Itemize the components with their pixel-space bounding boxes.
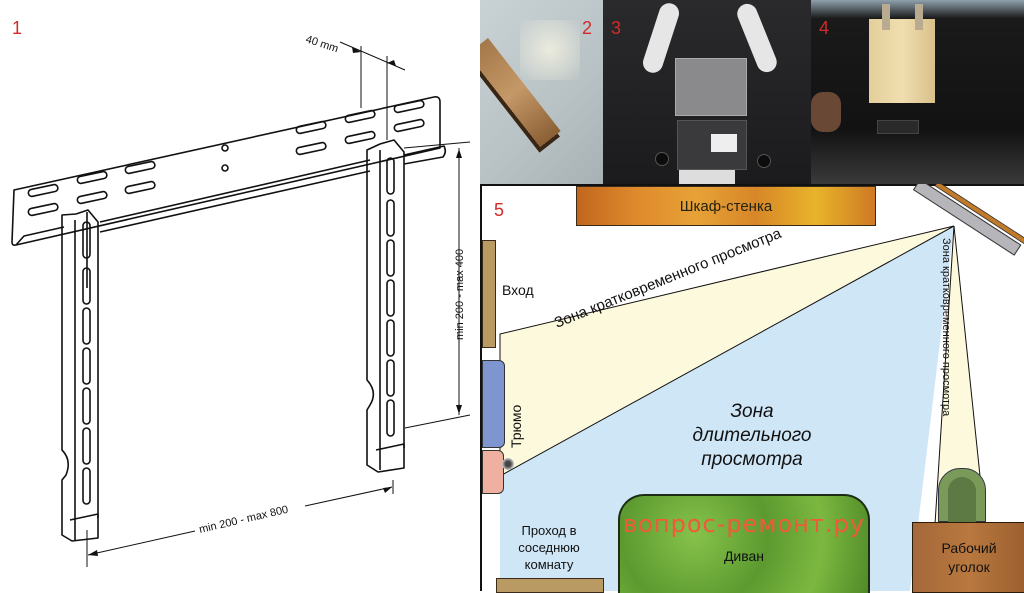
- tv-foot-left: [655, 152, 669, 166]
- panel-4-wooden-board-photo: 4: [811, 0, 1024, 184]
- entrance-label: Вход: [502, 282, 534, 298]
- tv-corner: [912, 184, 1024, 256]
- panel-number-3: 3: [611, 18, 622, 38]
- workspace-label-line-1: Рабочий: [941, 539, 997, 556]
- panel-5-room-plan: 5 Шкаф-стенка Вход Зона кратковременного…: [480, 184, 1024, 593]
- wardrobe-label: Шкаф-стенка: [679, 197, 773, 215]
- passage-line-2: соседнюю: [518, 540, 580, 555]
- long-zone-line-1: Зона: [730, 401, 774, 422]
- left-vertical-strap: [61, 209, 99, 542]
- workspace-desk: Рабочий уголок: [912, 522, 1024, 593]
- passage-label: Проход в соседнюю комнату: [512, 522, 586, 573]
- tv-ports: [877, 120, 919, 134]
- hook-right: [915, 4, 923, 30]
- wooden-board: [869, 19, 935, 103]
- lamp: [502, 458, 514, 470]
- tv-label-plate: [675, 58, 747, 116]
- dim-horizontal-label: min 200 - max 800: [198, 504, 289, 536]
- hand: [811, 92, 841, 132]
- dimension-arrows: [88, 47, 462, 556]
- mirror-cabinet: [482, 360, 505, 448]
- horizontal-rail: [11, 96, 441, 246]
- long-zone-line-2: длительного: [692, 425, 812, 446]
- entrance-door: [482, 240, 496, 348]
- panel-3-tv-back-photo: 3: [603, 0, 811, 184]
- tv-foot-right: [757, 154, 771, 168]
- rail-slots: [27, 99, 425, 217]
- wardrobe: Шкаф-стенка: [576, 186, 876, 226]
- short-zone-vertical-label: Зона кратковременного просмотра: [940, 238, 952, 417]
- sofa-label: Диван: [723, 548, 765, 564]
- mirror-label: Трюмо: [508, 404, 524, 448]
- panel-number-1: 1: [12, 18, 23, 38]
- panel-number-5: 5: [494, 200, 505, 220]
- mirror-lower-cabinet: [482, 450, 504, 494]
- right-vertical-strap: [366, 139, 405, 473]
- panel-number-4: 4: [819, 18, 830, 38]
- bracket-drawing-svg: 40 mm min 200 - max 400 min 200 - max 80…: [11, 33, 471, 567]
- panel-2-wall-slat-photo: 2: [480, 0, 603, 184]
- hook-left: [882, 4, 890, 30]
- long-zone-line-3: просмотра: [701, 449, 803, 470]
- long-zone-label: Зона длительного просмотра: [677, 400, 827, 472]
- passage-line-3: комнату: [524, 557, 574, 572]
- dim-40mm-label: 40 mm: [304, 33, 340, 55]
- passage-line-1: Проход в: [521, 523, 577, 538]
- watermark: вопрос-ремонт.ру: [623, 510, 865, 538]
- dim-vertical-label: min 200 - max 400: [454, 249, 466, 340]
- panel-number-2: 2: [582, 18, 593, 38]
- sofa: вопрос-ремонт.ру Диван: [618, 494, 870, 593]
- panel-1-bracket-drawing: 1: [0, 0, 480, 591]
- office-chair: [938, 468, 986, 523]
- workspace-label-line-2: уголок: [948, 558, 990, 575]
- dimension-lines: [86, 41, 471, 567]
